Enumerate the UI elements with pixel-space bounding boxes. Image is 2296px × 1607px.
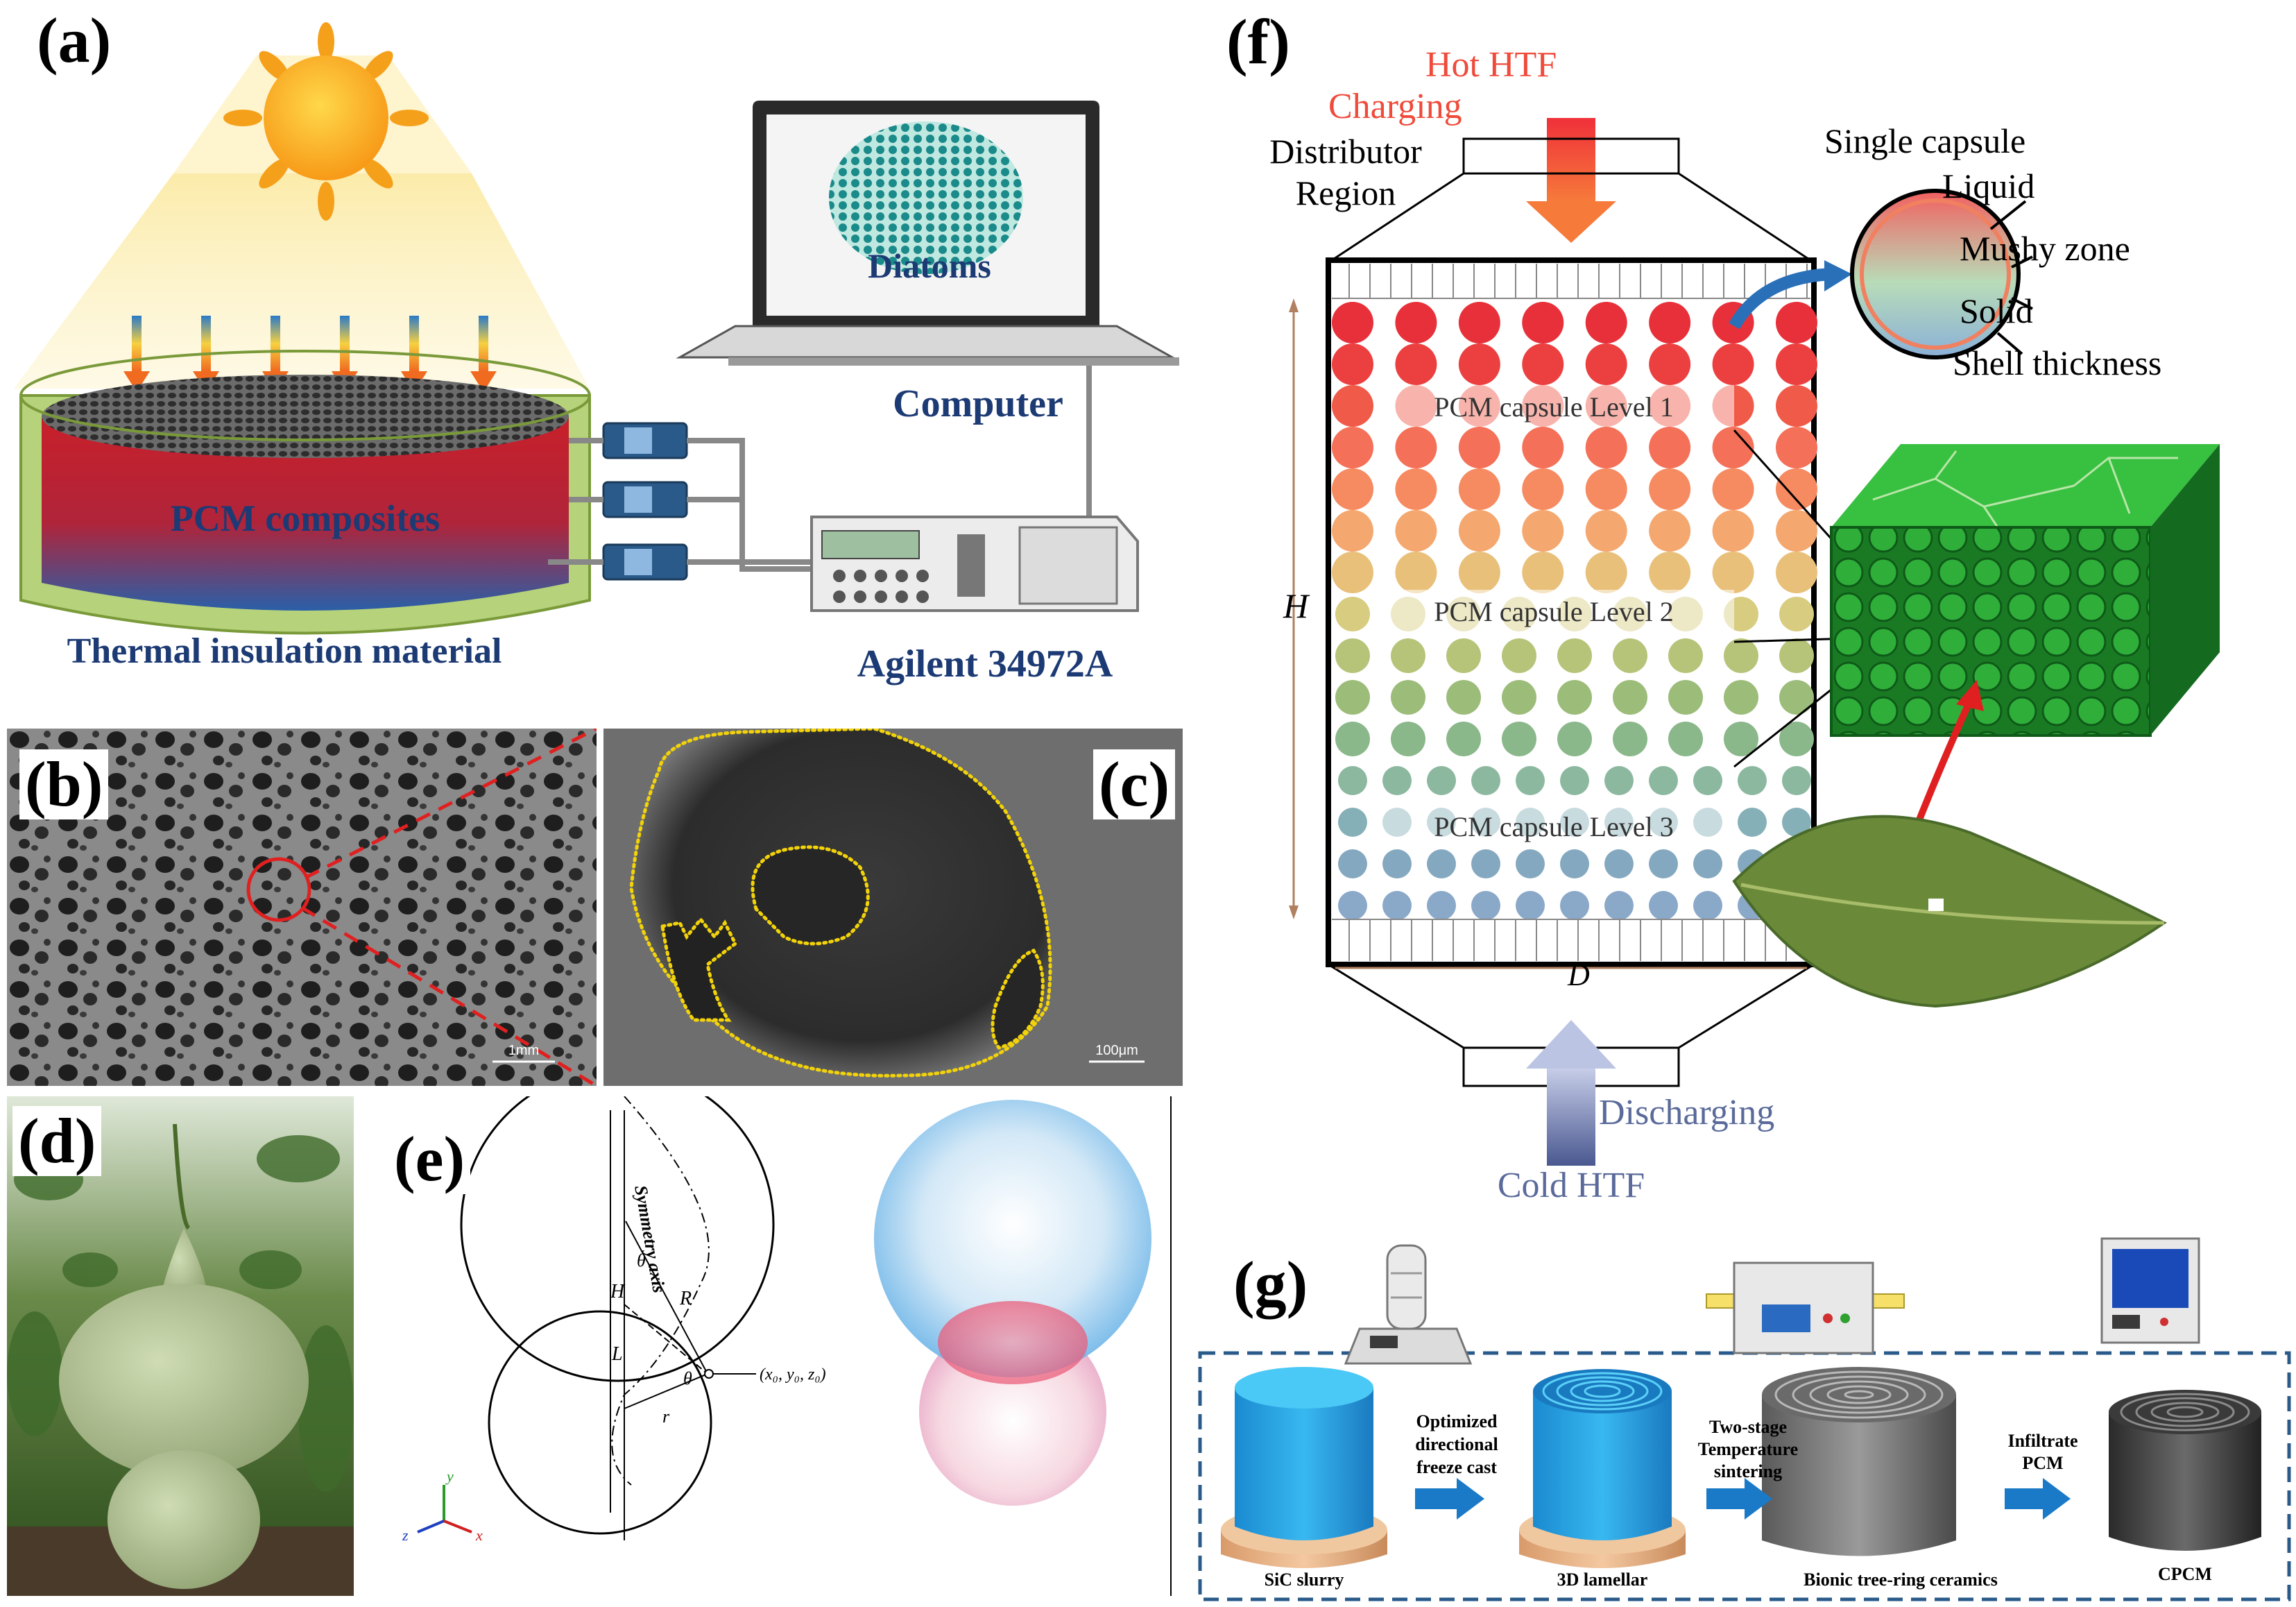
sic-slurry-label: SiC slurry [1265,1570,1344,1590]
bionic-label: Bionic tree-ring ceramics [1804,1570,1998,1590]
cpcm-label: CPCM [2158,1564,2212,1584]
discharging-label: Discharging [1599,1093,1774,1132]
insulation-label: Thermal insulation material [67,631,502,671]
step2-line1: Two-stage [1709,1417,1787,1437]
symmetry-axis-label: Symmetry axis [631,1184,669,1294]
computer-label: Computer [893,382,1063,425]
step3-line2: PCM [2022,1453,2063,1473]
step1-line1: Optimized [1416,1411,1498,1431]
hot-htf-label: Hot HTF [1425,45,1557,85]
distributor-label-1: Distributor [1269,132,1422,171]
double-sphere-model: Symmetry axis H L R r θ θ (x₀, y₀, z₀) y… [402,1067,1172,1596]
freeze-dryer-icon [1344,1244,1473,1365]
step3-line1: Infiltrate [2007,1431,2077,1451]
panel-c: 100μm (c) [603,726,1183,1086]
axis-z-label: z [402,1527,409,1544]
liquid-label: Liquid [1942,167,2034,205]
panel-d: (d) [7,1096,354,1596]
scale-bar-b: 1mm [508,1043,539,1058]
height-label: H [1283,586,1310,625]
step2-line3: sintering [1714,1461,1782,1481]
point-label: (x₀, y₀, z₀) [760,1366,826,1384]
sic-slurry-cylinder [1221,1367,1387,1568]
gourd-photo [7,1096,354,1596]
packed-bed-tes-diagram: Hot HTF Charging Distributor Region Sing… [1269,45,2220,1205]
axis-triad-icon: y x z [402,1468,483,1544]
axis-y-label: y [445,1468,454,1485]
panel-b: 1mm (b) [7,726,598,1088]
solar-pcm-setup-illustration: PCM composites Thermal insulation materi… [14,22,1179,686]
h-label: H [610,1281,626,1302]
level-2-label: PCM capsule Level 2 [1434,596,1674,627]
lamellar-label: 3D lamellar [1557,1570,1648,1590]
theta0-label: θ [683,1368,692,1388]
leaf-icon [1732,815,2167,1008]
axis-x-label: x [475,1527,483,1544]
pcm-composites-label: PCM composites [171,498,440,539]
panel-label-g: (g) [1233,1248,1308,1319]
laptop-icon [676,101,1179,366]
panel-g: SiC slurry Optimized directional freeze … [1179,1235,2296,1604]
level-3-label: PCM capsule Level 3 [1434,811,1674,842]
single-capsule-label: Single capsule [1824,121,2025,160]
diameter-label: D [1567,958,1590,992]
distributor-label-2: Region [1296,173,1396,212]
charging-label: Charging [1328,87,1462,126]
panel-label-a: (a) [37,5,112,76]
panel-label-e: (e) [388,1123,471,1195]
panel-f: Hot HTF Charging Distributor Region Sing… [1207,0,2296,1228]
tube-furnace-icon [1706,1261,1905,1354]
panel-a: PCM composites Thermal insulation materi… [0,0,1186,701]
diatoms-label: Diatoms [868,246,991,285]
step1-line2: directional [1415,1434,1498,1454]
panel-label-f: (f) [1226,6,1290,77]
panel-label-b: (b) [19,749,109,820]
panel-label-c: (c) [1093,749,1176,820]
lamellar-cylinder [1519,1369,1686,1568]
data-logger-icon [810,516,1139,612]
step1-line3: freeze cast [1416,1457,1497,1477]
bionic-ceramic-cylinder [1762,1367,1956,1556]
shell-thickness-label: Shell thickness [1953,343,2161,382]
r-small-label: r [662,1406,670,1427]
step2-line2: Temperature [1698,1439,1798,1459]
panel-label-d: (d) [12,1105,102,1177]
l-label: L [611,1343,623,1365]
sun-icon [264,56,388,180]
cold-htf-label: Cold HTF [1498,1166,1645,1205]
mushy-zone-label: Mushy zone [1960,229,2130,268]
agilent-label: Agilent 34972A [857,643,1113,686]
cpcm-cylinder [2109,1390,2261,1551]
level-1-label: PCM capsule Level 1 [1434,391,1674,423]
theta-label: θ [637,1250,646,1270]
panel-e: Symmetry axis H L R r θ θ (x₀, y₀, z₀) y… [375,1067,1186,1596]
solid-label: Solid [1960,291,2033,330]
r-big-label: R [679,1288,692,1309]
ceramic-fabrication-process: SiC slurry Optimized directional freeze … [1198,1237,2291,1601]
drying-oven-icon [2100,1237,2200,1344]
scale-bar-c: 100μm [1095,1043,1138,1058]
sem-image-single-pore: 100μm [603,726,1183,1086]
